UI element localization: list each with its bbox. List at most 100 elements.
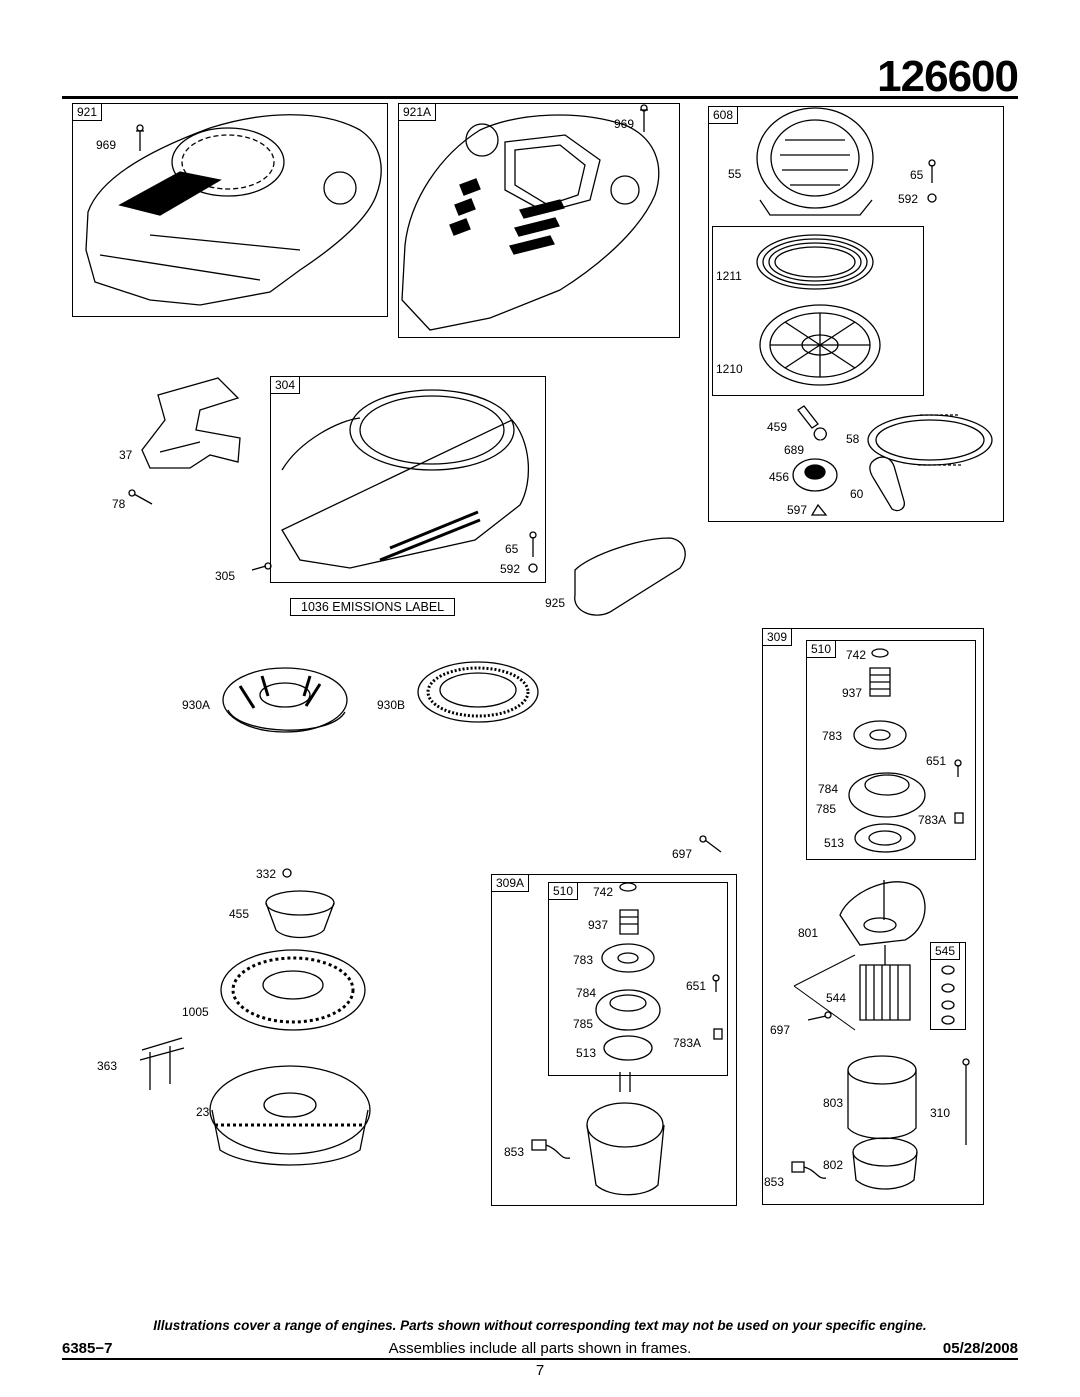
callout-310: 310 bbox=[930, 1106, 951, 1120]
callout-1211: 1211 bbox=[716, 269, 742, 283]
frame-309A bbox=[491, 874, 737, 1206]
callout-783A-b: 783A bbox=[673, 1036, 702, 1050]
screw-305 bbox=[251, 562, 272, 571]
callout-455: 455 bbox=[229, 907, 250, 921]
frame-608-inner bbox=[712, 226, 924, 396]
callout-853-a: 853 bbox=[504, 1145, 525, 1159]
callout-456: 456 bbox=[769, 470, 790, 484]
callout-742-a: 742 bbox=[846, 648, 867, 662]
callout-937-a: 937 bbox=[842, 686, 863, 700]
callout-58: 58 bbox=[846, 432, 860, 446]
starter-309-parts bbox=[848, 648, 964, 853]
callout-23: 23 bbox=[196, 1105, 210, 1119]
callout-513-b: 513 bbox=[576, 1046, 597, 1060]
handle-60 bbox=[869, 456, 905, 512]
disclaimer: Illustrations cover a range of engines. … bbox=[153, 1318, 927, 1333]
callout-305: 305 bbox=[215, 569, 236, 583]
blower-housing-304-drawing bbox=[281, 389, 530, 569]
callout-544: 544 bbox=[826, 991, 847, 1005]
callout-784-a: 784 bbox=[818, 782, 839, 796]
cup-455-drawing bbox=[265, 890, 335, 939]
model-number: 126600 bbox=[877, 52, 1019, 101]
screw-697-a bbox=[699, 835, 722, 853]
callout-969-b: 969 bbox=[614, 117, 635, 131]
frame-tag-608: 608 bbox=[708, 106, 739, 124]
callout-785-a: 785 bbox=[816, 802, 837, 816]
callout-930B: 930B bbox=[377, 698, 406, 712]
connector-853-a bbox=[531, 1139, 571, 1159]
callout-783A-a: 783A bbox=[918, 813, 947, 827]
callout-742-b: 742 bbox=[593, 885, 614, 899]
page-number: 7 bbox=[535, 1362, 545, 1379]
screen-930A-drawing bbox=[222, 667, 348, 733]
frame-309 bbox=[762, 628, 984, 1205]
callout-801: 801 bbox=[798, 926, 819, 940]
clip-689 bbox=[813, 427, 827, 441]
frame-tag-545: 545 bbox=[930, 942, 961, 960]
callout-969-a: 969 bbox=[96, 138, 117, 152]
callout-925: 925 bbox=[545, 596, 566, 610]
screw-65-b bbox=[529, 531, 537, 557]
screw-697-b bbox=[807, 1011, 832, 1021]
cover-925-drawing bbox=[574, 537, 686, 616]
bolt-969-a bbox=[136, 124, 144, 151]
screw-65-a bbox=[928, 159, 936, 183]
callout-651-a: 651 bbox=[926, 754, 947, 768]
end-cap-801-drawing bbox=[839, 880, 926, 946]
screw-597 bbox=[810, 503, 828, 516]
rope-58 bbox=[867, 414, 993, 466]
footer-rule bbox=[62, 1358, 1018, 1360]
callout-689: 689 bbox=[784, 443, 805, 457]
frame-921 bbox=[72, 103, 388, 317]
screen-930B-drawing bbox=[417, 661, 539, 723]
callout-78: 78 bbox=[112, 497, 126, 511]
callout-1210: 1210 bbox=[716, 362, 743, 376]
blower-housing-921-drawing bbox=[85, 114, 382, 306]
callout-783-a: 783 bbox=[822, 729, 843, 743]
frame-tag-510-a: 510 bbox=[806, 640, 837, 658]
frame-tag-921A: 921A bbox=[398, 103, 437, 121]
blower-housing-921A-drawing bbox=[401, 114, 660, 331]
document-id: 6385−7 bbox=[62, 1340, 113, 1357]
motor-309A-drawing bbox=[586, 1072, 665, 1196]
frames-note: Assemblies include all parts shown in fr… bbox=[388, 1340, 692, 1357]
flywheel-1005-drawing bbox=[220, 949, 366, 1031]
emissions-label: 1036 EMISSIONS LABEL bbox=[290, 598, 456, 616]
callout-592-a: 592 bbox=[898, 192, 919, 206]
callout-65-b: 65 bbox=[505, 542, 519, 556]
callout-930A: 930A bbox=[182, 698, 211, 712]
bracket-363-drawing bbox=[139, 1037, 185, 1090]
frame-tag-309: 309 bbox=[762, 628, 793, 646]
washers-545 bbox=[941, 965, 955, 1025]
starter-608-drawing bbox=[756, 107, 874, 216]
callout-597: 597 bbox=[787, 503, 808, 517]
frame-921A bbox=[398, 103, 680, 338]
spring-1211-drawing bbox=[756, 234, 874, 290]
frame-tag-921: 921 bbox=[72, 103, 103, 121]
housing-803-drawing bbox=[847, 1055, 917, 1140]
callout-785-b: 785 bbox=[573, 1017, 594, 1031]
frame-304 bbox=[270, 376, 546, 583]
end-cap-802-drawing bbox=[852, 1137, 918, 1190]
callout-363: 363 bbox=[97, 1059, 118, 1073]
callout-784-b: 784 bbox=[576, 986, 597, 1000]
armature-544-drawing bbox=[859, 945, 911, 1021]
callout-853-b: 853 bbox=[764, 1175, 785, 1189]
connector-853-b bbox=[791, 1161, 827, 1179]
callout-697-a: 697 bbox=[672, 847, 693, 861]
base-23-drawing bbox=[209, 1065, 371, 1166]
frame-608 bbox=[708, 106, 1004, 522]
callout-55: 55 bbox=[728, 167, 742, 181]
bolt-310 bbox=[962, 1058, 970, 1145]
callout-332: 332 bbox=[256, 867, 277, 881]
nut-592-a bbox=[927, 193, 937, 203]
callout-783-b: 783 bbox=[573, 953, 594, 967]
callout-513-a: 513 bbox=[824, 836, 845, 850]
callout-37: 37 bbox=[119, 448, 133, 462]
callout-803: 803 bbox=[823, 1096, 844, 1110]
air-guide-37-drawing bbox=[141, 377, 241, 469]
pulley-1210-drawing bbox=[759, 304, 881, 386]
frame-510-b bbox=[548, 882, 728, 1076]
callout-592-b: 592 bbox=[500, 562, 521, 576]
